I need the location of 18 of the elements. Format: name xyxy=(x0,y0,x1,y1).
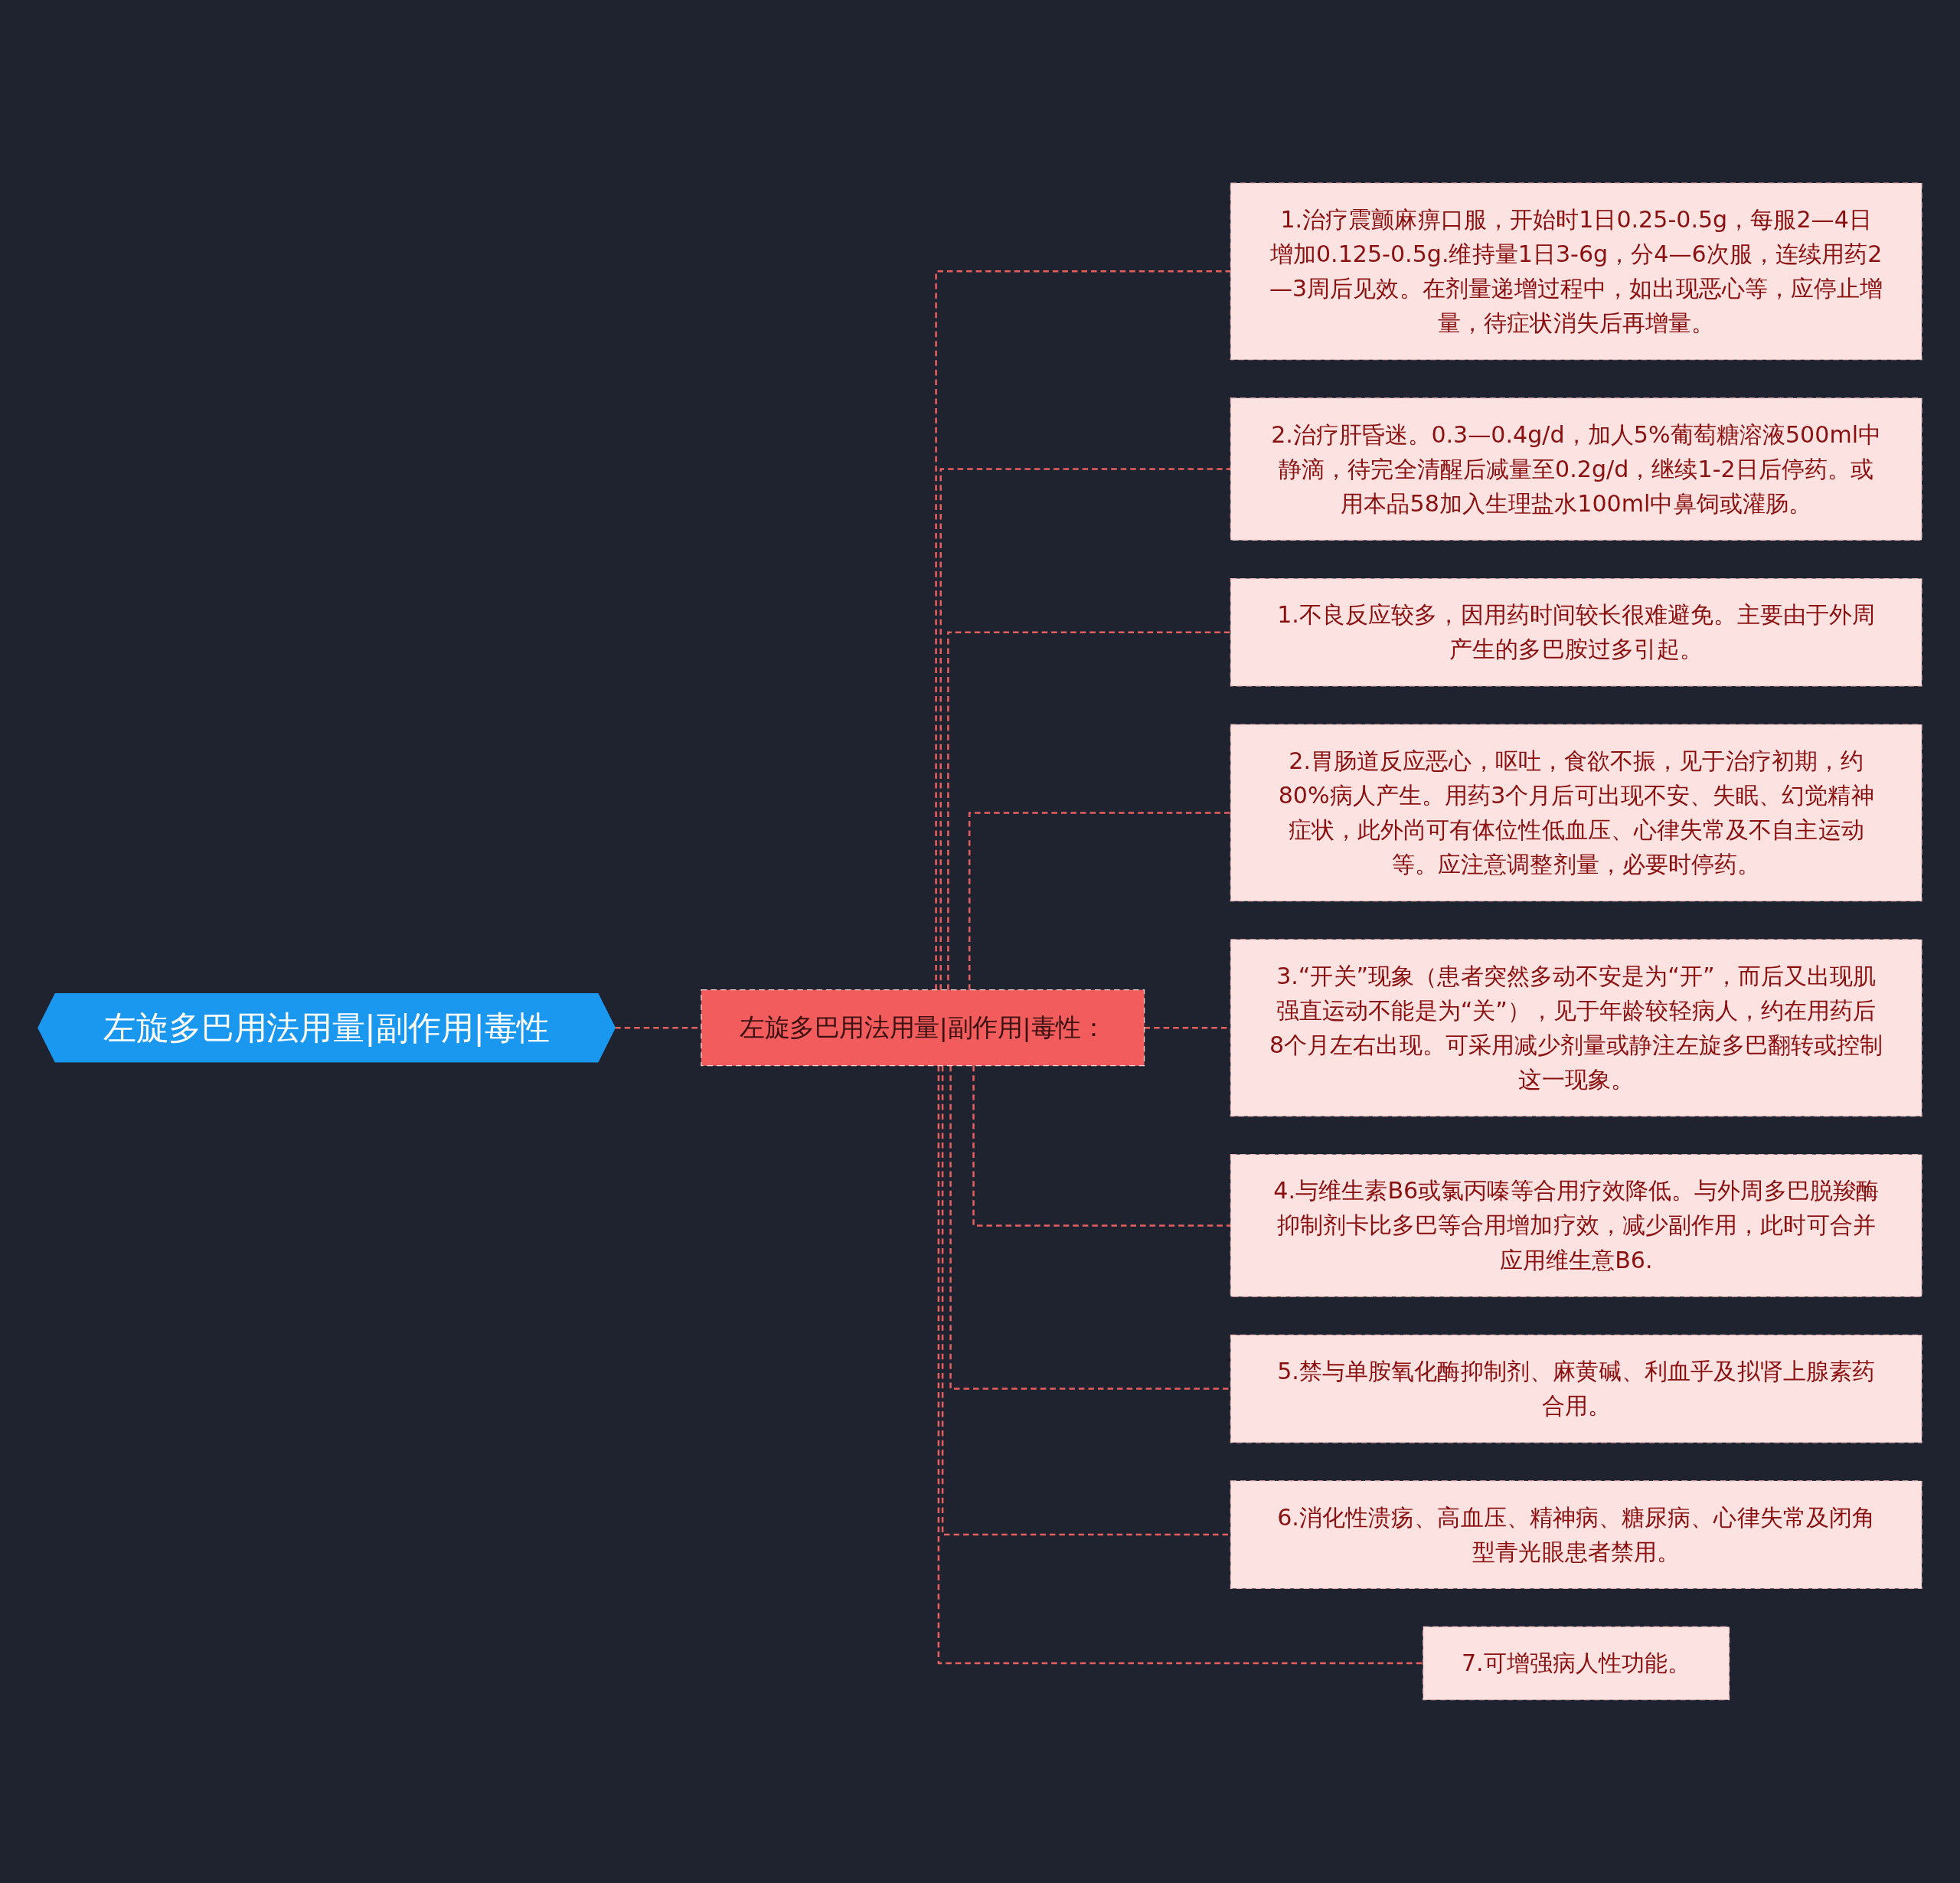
node-box: 1.治疗震颤麻痹口服，开始时1日0.25-0.5g，每服2—4日增加0.125-0.5g.维持量1日3-6g，分4—6次服，连续用药2—3周后见效。在剂量递增过程中，如出现恶心等，应停止增量，待症状消失后再增量。 xyxy=(1230,182,1922,361)
connector xyxy=(941,1065,1231,1536)
node-box: 7.可增强病人性功能。 xyxy=(1423,1626,1730,1701)
node-box: 3.“开关”现象（患者突然多动不安是为“开”，而后又出现肌强直运动不能是为“关”），见于年龄较轻病人，约在用药后8个月左右出现。可采用减少剂量或静注左旋多巴翻转或控制这一现象。 xyxy=(1230,939,1922,1117)
node-box: 2.治疗肝昏迷。0.3—0.4g/d，加人5%葡萄糖溶液500ml中静滴，待完全清醒后减量至0.2g/d，继续1-2日后停药。或用本品58加入生理盐水100ml中鼻饲或灌肠。 xyxy=(1230,397,1922,541)
connector xyxy=(968,812,1231,990)
node-box: 5.禁与单胺氧化酶抑制剂、麻黄碱、利血乎及拟肾上腺素药合用。 xyxy=(1230,1334,1922,1443)
connector xyxy=(972,1065,1231,1227)
node-box: 1.不良反应较多，因用药时间较长很难避免。主要由于外周产生的多巴胺过多引起。 xyxy=(1230,578,1922,687)
connector xyxy=(935,270,1231,990)
node-box: 2.胃肠道反应恶心，呕吐，食欲不振，见于治疗初期，约80%病人产生。用药3个月后可出现不安、失眠、幻觉精神症状，此外尚可有体位性低血压、心律失常及不自主运动等。应注意调整剂量，必要时停药。 xyxy=(1230,724,1922,902)
connector xyxy=(947,631,1231,990)
node-box: 左旋多巴用法用量|副作用|毒性： xyxy=(701,989,1145,1067)
connector xyxy=(937,1065,1423,1665)
connector xyxy=(939,468,1231,990)
connector xyxy=(949,1065,1231,1390)
node-box: 4.与维生素B6或氯丙嗪等合用疗效降低。与外周多巴脱羧酶抑制剂卡比多巴等合用增加疗效，减少副作用，此时可合并应用维生意B6. xyxy=(1230,1154,1922,1297)
node-box: 6.消化性溃疡、高血压、精神病、糖尿病、心律失常及闭角型青光眼患者禁用。 xyxy=(1230,1480,1922,1590)
